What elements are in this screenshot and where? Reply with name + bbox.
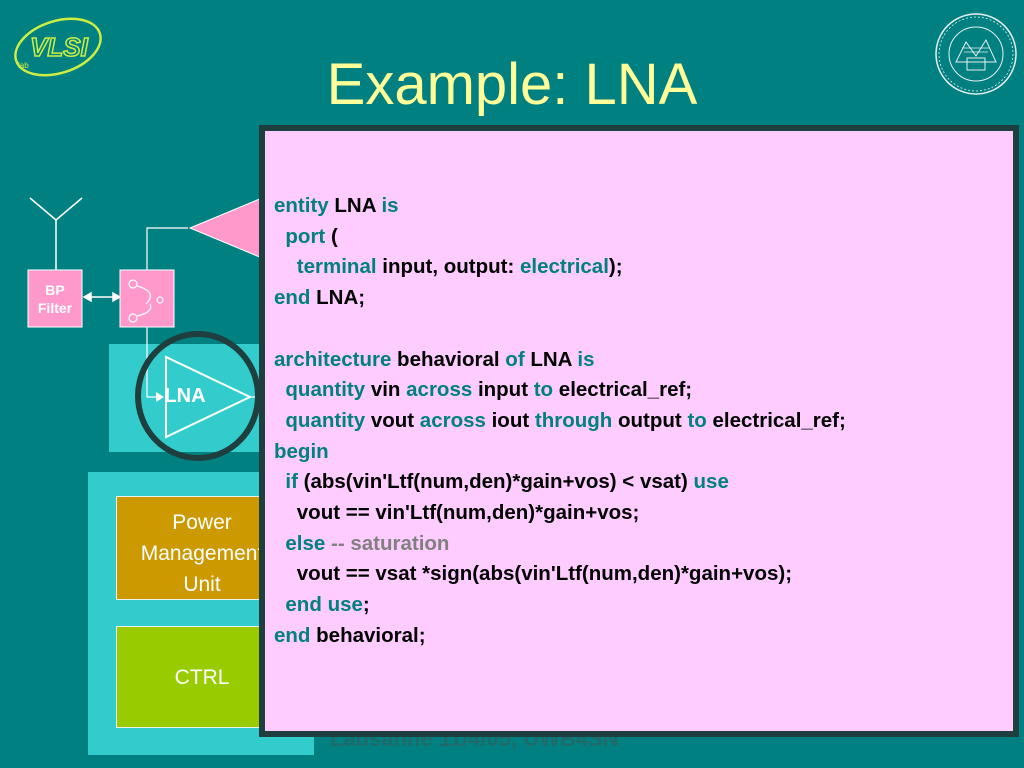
code-keyword: architecture	[274, 347, 392, 371]
code-text	[274, 225, 285, 248]
code-line: end behavioral;	[274, 621, 846, 652]
code-line: vout == vin'Ltf(num,den)*gain+vos;	[274, 498, 846, 529]
power-management-unit-block: Power Management Unit	[116, 496, 266, 600]
rx-path-line	[146, 327, 158, 398]
code-line: begin	[274, 437, 846, 468]
code-text: electrical_ref;	[553, 378, 693, 402]
switch-block	[119, 269, 175, 328]
code-line	[274, 314, 846, 345]
code-line: entity LNA is	[274, 191, 846, 222]
code-line: if (abs(vin'Ltf(num,den)*gain+vos) < vsa…	[274, 467, 846, 498]
code-text: vout == vsat *sign(abs(vin'Ltf(num,den)*…	[274, 562, 793, 586]
ctrl-block: CTRL	[116, 626, 266, 728]
bp-filter-label: BP Filter	[28, 281, 82, 317]
code-text	[274, 593, 285, 616]
code-text: input	[472, 378, 534, 402]
code-panel: entity LNA is port ( terminal input, out…	[259, 125, 1019, 737]
antenna-icon	[29, 197, 83, 270]
code-line: end use;	[274, 590, 846, 621]
code-keyword: across	[406, 378, 473, 402]
code-keyword: begin	[274, 439, 329, 463]
code-keyword: through	[534, 408, 613, 432]
tx-path-line	[146, 227, 188, 270]
code-text: (abs(vin'Ltf(num,den)*gain+vos) < vsat)	[297, 470, 694, 494]
code-text: ;	[362, 593, 370, 617]
code-text	[274, 470, 285, 493]
code-keyword: end	[274, 623, 311, 647]
code-keyword: end	[285, 593, 322, 617]
university-seal	[935, 13, 1017, 95]
code-text: iout	[485, 408, 535, 432]
code-text	[274, 532, 285, 555]
code-text: LNA	[328, 194, 382, 217]
code-line: architecture behavioral of LNA is	[274, 345, 846, 376]
code-text: behavioral	[391, 347, 506, 371]
code-keyword: if	[285, 470, 298, 494]
vlsi-logo: VLSI lab	[14, 17, 102, 77]
code-keyword: to	[687, 408, 707, 432]
code-text: LNA	[524, 347, 578, 371]
code-keyword: port	[285, 224, 326, 248]
code-keyword: entity	[274, 194, 329, 217]
code-line: end LNA;	[274, 283, 846, 314]
switch-icon	[128, 279, 164, 323]
code-text	[274, 409, 285, 432]
code-keyword: end	[274, 286, 311, 310]
bp-filter-text: BP Filter	[37, 282, 73, 316]
code-text: output	[612, 408, 688, 432]
lna-triangle	[165, 355, 253, 439]
code-line: port (	[274, 222, 846, 253]
code-text	[274, 378, 285, 401]
code-keyword: use	[693, 470, 729, 494]
code-keyword: quantity	[285, 378, 366, 402]
vhdl-ams-code: entity LNA is port ( terminal input, out…	[274, 191, 846, 652]
code-text: );	[608, 255, 623, 279]
code-keyword: is	[381, 194, 399, 217]
code-keyword: to	[533, 378, 554, 402]
code-keyword: else	[285, 531, 326, 555]
code-keyword: use	[327, 593, 363, 617]
ctrl-label: CTRL	[174, 666, 230, 689]
slide-title: Example: LNA	[326, 52, 698, 117]
code-line: terminal input, output: electrical);	[274, 252, 846, 283]
code-keyword: terminal	[296, 255, 377, 279]
code-text: input, output:	[376, 255, 520, 279]
code-text: vout	[365, 408, 420, 432]
code-keyword: of	[505, 347, 525, 371]
logo-subtext: lab	[18, 61, 29, 70]
power-management-unit-label: Power Management Unit	[140, 511, 264, 596]
code-text: (	[325, 224, 338, 248]
bp-filter-block	[27, 269, 83, 328]
code-keyword: is	[577, 347, 595, 371]
pa-triangle	[188, 197, 263, 259]
rx-arrow-head	[156, 392, 164, 402]
code-line: quantity vin across input to electrical_…	[274, 375, 846, 406]
code-keyword: electrical	[520, 255, 609, 279]
code-line: quantity vout across iout through output…	[274, 406, 846, 437]
code-line: vout == vsat *sign(abs(vin'Ltf(num,den)*…	[274, 559, 846, 590]
code-text: electrical_ref;	[706, 408, 846, 432]
double-arrow	[82, 291, 122, 303]
code-keyword: across	[419, 408, 486, 432]
code-line: else -- saturation	[274, 529, 846, 560]
logo-text: VLSI	[30, 32, 89, 62]
code-comment: -- saturation	[325, 531, 450, 555]
code-text: behavioral;	[310, 623, 426, 647]
code-text	[274, 255, 297, 278]
code-text: LNA;	[310, 286, 366, 310]
code-text: vout == vin'Ltf(num,den)*gain+vos;	[274, 501, 640, 525]
lna-label: LNA	[164, 385, 206, 407]
code-text: vin	[365, 378, 407, 402]
code-keyword: quantity	[285, 408, 366, 432]
lna-highlight-circle	[135, 331, 261, 461]
